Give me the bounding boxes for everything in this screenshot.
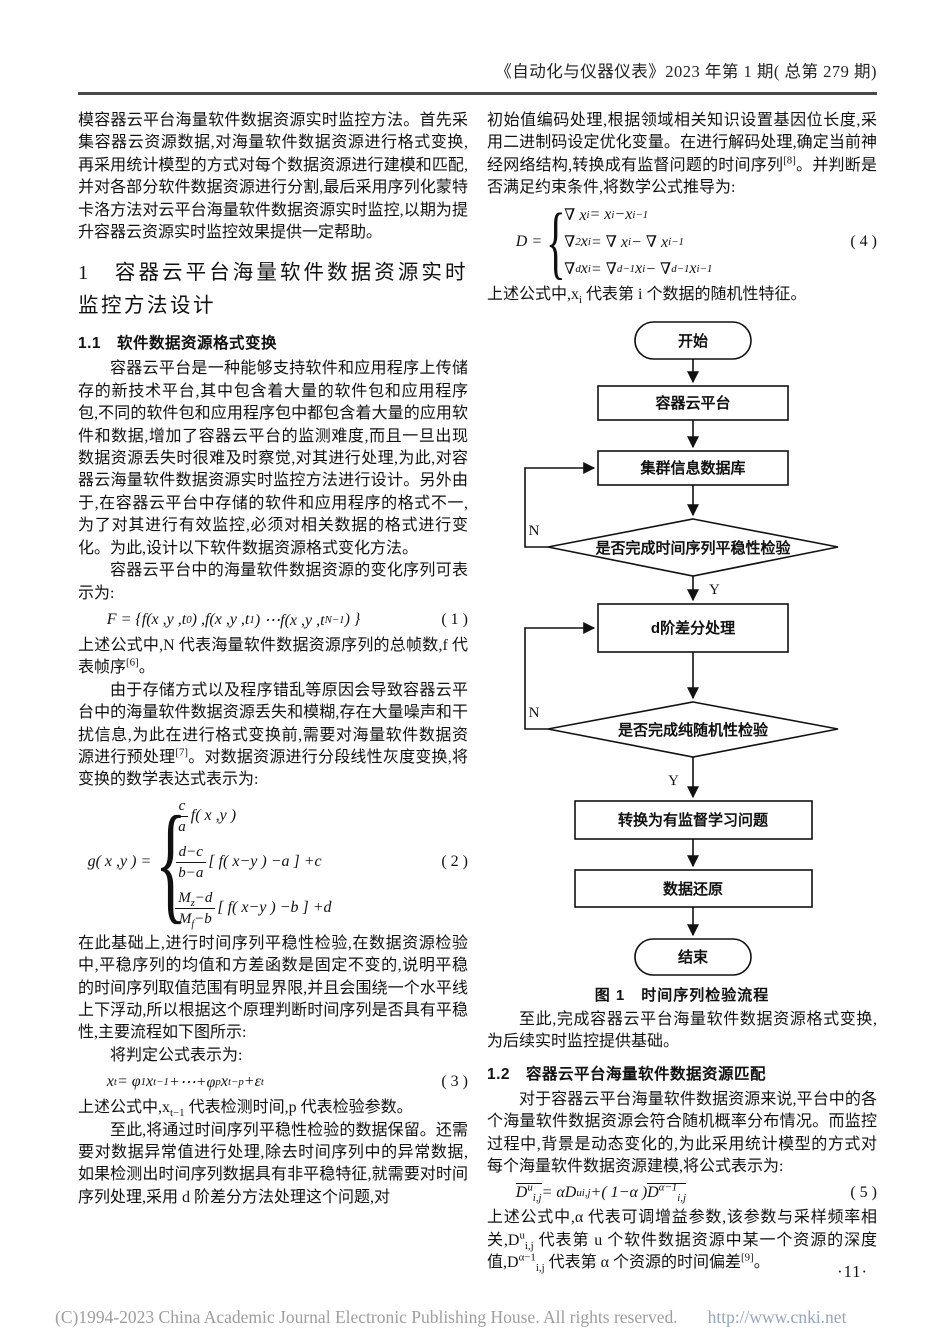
branch-label-yes-2: Y [668, 773, 679, 789]
equation-1-number: ( 1 ) [441, 610, 468, 628]
paragraph-eq5-note: 上述公式中,α 代表可调增益参数,该参数与采样频率相关,Dui,j 代表第 u … [487, 1209, 877, 1275]
flowchart-node-cluster [597, 450, 789, 486]
footer-copyright: (C)1994-2023 China Academic Journal Elec… [55, 1307, 678, 1327]
branch-label-no-1: N [529, 523, 540, 539]
paragraph-outlier-handling: 至此,将通过时间序列平稳性检验的数据保留。还需要对数据异常值进行处理,除去时间序… [78, 1121, 468, 1206]
subsection-1-1-heading: 1.1 软件数据资源格式变换 [78, 335, 278, 353]
paragraph-eq1-note: 上述公式中,N 代表海量软件数据资源序列的总帧数,f 代表帧序[6]。 [78, 636, 468, 677]
flowchart-label-check2: 是否完成纯随机性检验 [617, 721, 769, 739]
branch-label-yes-1: Y [709, 582, 720, 598]
flowchart-node-diff [597, 603, 789, 653]
flowchart-label-convert: 转换为有监督学习问题 [618, 811, 769, 829]
paragraph-preprocessing: 由于存储方式以及程序错乱等原因会导致容器云平台中的海量软件数据资源丢失和模糊,存… [78, 681, 468, 789]
loop-check1-no [524, 462, 596, 548]
equation-4-body: D = ∇ xi = xi−xi−1∇ 2xi = ∇ xi− ∇ xi−1∇ … [516, 205, 713, 279]
flowchart-label-diff: d阶差分处理 [651, 619, 735, 637]
flowchart-node-end [634, 938, 752, 976]
flowchart-decision-randomness [547, 701, 839, 758]
equation-4-cases: ∇ xi = xi−xi−1∇ 2xi = ∇ xi− ∇ xi−1∇ dxi … [542, 205, 712, 279]
flowchart-label-platform: 容器云平台 [654, 394, 730, 412]
loop-check2-no [524, 622, 596, 730]
flowchart-node-restore [574, 869, 813, 908]
equation-2-lhs: g( x ,y ) = [87, 853, 152, 871]
paragraph-format-done: 至此,完成容器云平台海量软件数据资源格式变换,为后续实时监控提供基础。 [487, 1011, 877, 1051]
equation-4: D = ∇ xi = xi−xi−1∇ 2xi = ∇ xi− ∇ xi−1∇ … [487, 205, 877, 279]
paragraph-judge-intro: 将判定公式表示为: [110, 1046, 243, 1064]
paragraph-eq4-note: 上述公式中,xi 代表第 i 个数据的随机性特征。 [487, 285, 807, 306]
footer-url[interactable]: http://www.cnki.net [707, 1307, 847, 1327]
equation-2: g( x ,y ) = caf( x ,y )d−cb−a[ f( x−y ) … [78, 797, 468, 930]
figure-1-flowchart: 开始 容器云平台 集群信息数据库 是否完成时间序列平稳性检验 d阶差分处理 是否… [487, 314, 877, 1005]
abstract-continuation: 模容器云平台海量软件数据资源实时监控方法。首先采集容器云资源数据,对海量软件数据… [78, 112, 468, 242]
subsection-1-2-heading: 1.2 容器云平台海量软件数据资源匹配 [487, 1065, 767, 1083]
flowchart-node-start [634, 321, 752, 360]
equation-4-lhs: D = [515, 232, 543, 250]
equation-2-number: ( 2 ) [441, 853, 468, 871]
equation-2-body: g( x ,y ) = caf( x ,y )d−cb−a[ f( x−y ) … [87, 797, 332, 930]
equation-2-cases: caf( x ,y )d−cb−a[ f( x−y ) −a ] +cMz−dM… [151, 797, 332, 929]
flowchart-node-convert [574, 800, 813, 840]
equation-5-number: ( 5 ) [850, 1183, 877, 1201]
header-rule [78, 92, 877, 95]
footer: (C)1994-2023 China Academic Journal Elec… [55, 1307, 915, 1328]
equation-3-number: ( 3 ) [441, 1073, 468, 1091]
right-column: 初始值编码处理,根据领域相关知识设置基因位长度,采用二进制码设定优化变量。在进行… [487, 110, 877, 1274]
two-column-body: 模容器云平台海量软件数据资源实时监控方法。首先采集容器云资源数据,对海量软件数据… [78, 110, 877, 1274]
flowchart-label-end: 结束 [678, 948, 709, 966]
figure-1-caption: 图 1 时间序列检验流程 [594, 987, 770, 1005]
branch-label-no-2: N [529, 705, 540, 721]
paragraph-sequence-intro: 容器云平台中的海量软件数据资源的变化序列可表示为: [78, 562, 468, 602]
paragraph-encoding: 初始值编码处理,根据领域相关知识设置基因位长度,采用二进制码设定优化变量。在进行… [487, 112, 877, 197]
flowchart-label-cluster: 集群信息数据库 [639, 459, 745, 477]
paragraph-eq3-note: 上述公式中,xt−1 代表检测时间,p 代表检验参数。 [78, 1099, 413, 1120]
flowchart-label-restore: 数据还原 [663, 880, 723, 898]
paragraph-stationarity: 在此基础上,进行时间序列平稳性检验,在数据资源检验中,平稳序列的均值和方差函数是… [78, 934, 468, 1042]
flowchart-label-check1: 是否完成时间序列平稳性检验 [594, 539, 791, 557]
paragraph-matching-intro: 对于容器云平台海量软件数据资源来说,平台中的各个海量软件数据资源会符合随机概率分… [487, 1090, 877, 1176]
flowchart-canvas: 开始 容器云平台 集群信息数据库 是否完成时间序列平稳性检验 d阶差分处理 是否… [524, 321, 839, 976]
equation-4-number: ( 4 ) [850, 232, 877, 250]
section-1-heading: 1 容器云平台海量软件数据资源实时监控方法设计 [78, 262, 468, 318]
flowchart-label-start: 开始 [678, 332, 708, 350]
page-number: ·11· [837, 1262, 868, 1281]
left-column: 模容器云平台海量软件数据资源实时监控方法。首先采集容器云资源数据,对海量软件数据… [78, 110, 468, 1274]
flowchart-node-platform [597, 385, 789, 421]
paragraph-platform-intro: 容器云平台是一种能够支持软件和应用程序上传储存的新技术平台,其中包含着大量的软件… [78, 360, 468, 557]
journal-header: 《自动化与仪器仪表》2023 年第 1 期( 总第 279 期) [495, 62, 877, 81]
flowchart-decision-stationarity [547, 518, 839, 577]
